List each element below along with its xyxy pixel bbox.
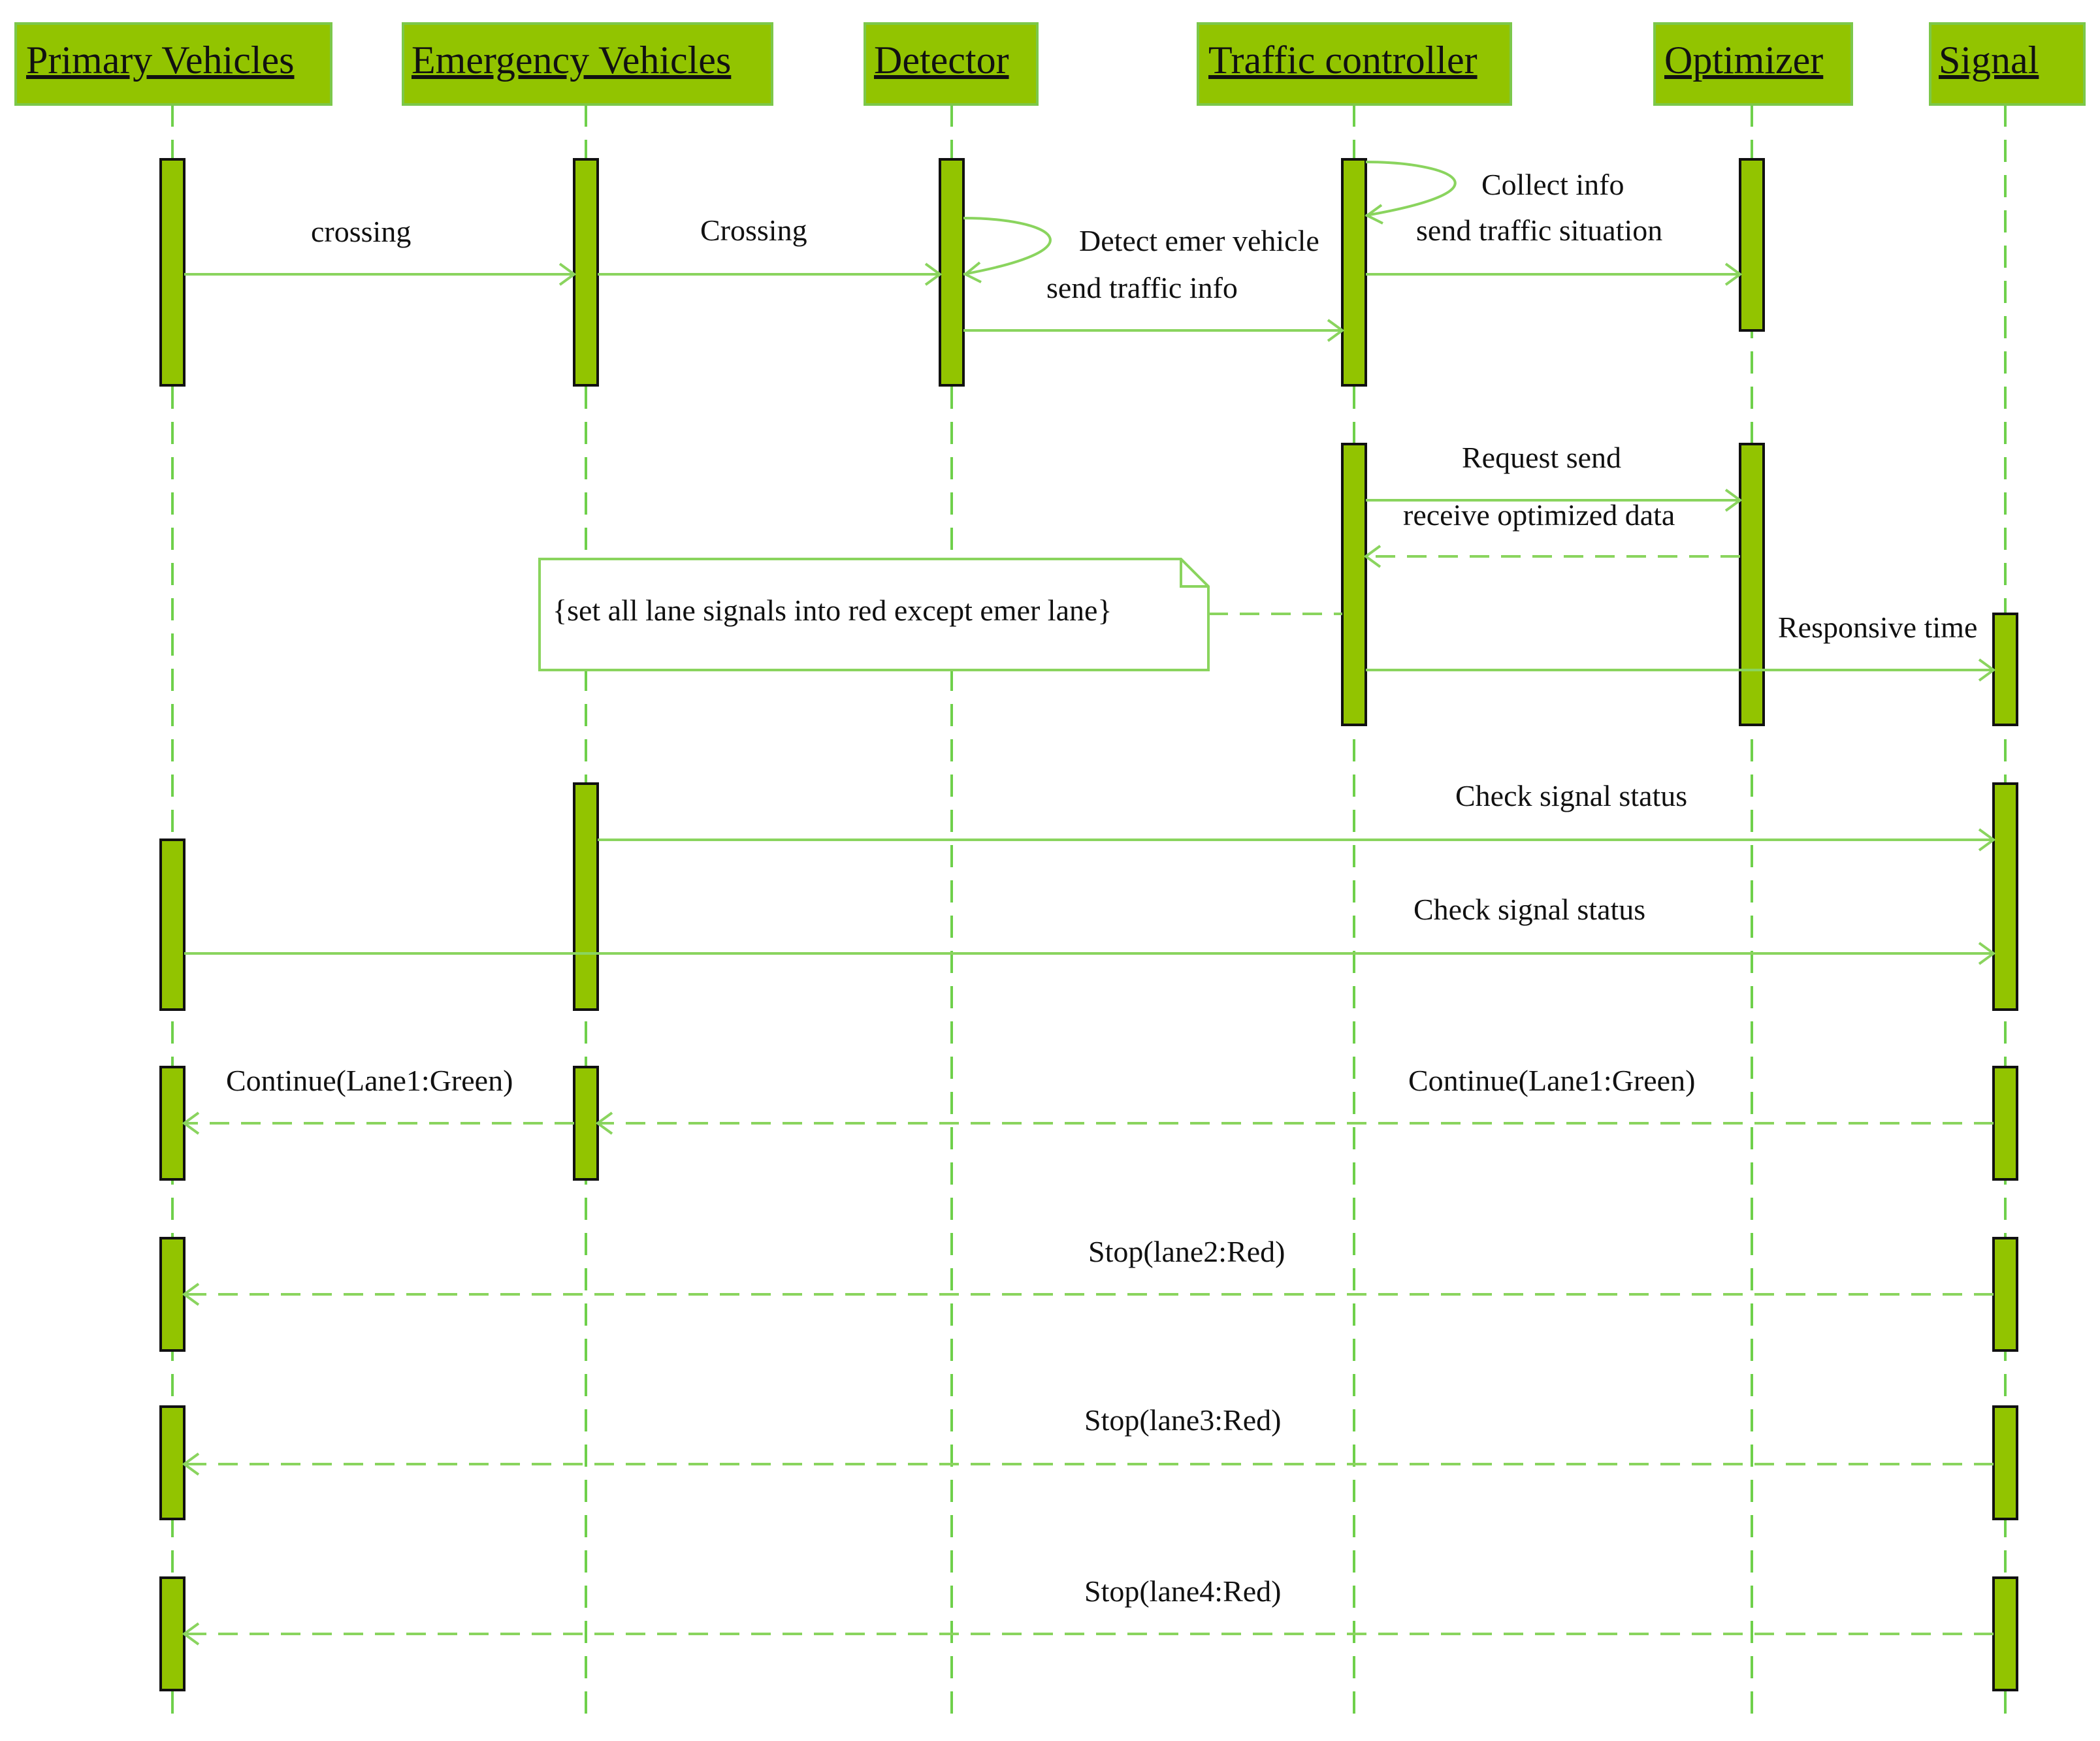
message-label: send traffic situation xyxy=(1416,214,1662,247)
message-stop-lane2: Stop(lane2:Red) xyxy=(182,1235,1994,1306)
message-label: Collect info xyxy=(1481,168,1624,201)
message-crossing: crossing xyxy=(184,215,577,286)
message-label: Request send xyxy=(1462,441,1621,474)
activation-signal-1 xyxy=(1992,613,2018,726)
header-title-signal: Signal xyxy=(1939,39,2039,82)
messages: crossing Crossing Detect emer vehicle se… xyxy=(182,161,1996,1646)
activation-emergency-3 xyxy=(573,1066,599,1181)
activation-optimizer-2 xyxy=(1739,443,1765,726)
message-stop-lane3: Stop(lane3:Red) xyxy=(182,1403,1994,1476)
message-label: send traffic info xyxy=(1046,271,1238,304)
message-check-signal-status-emergency: Check signal status xyxy=(598,779,1996,852)
header-traffic-controller: Traffic controller xyxy=(1197,22,1512,106)
message-check-signal-status-primary: Check signal status xyxy=(184,893,1996,965)
header-title-emergency: Emergency Vehicles xyxy=(412,39,731,82)
lifeline-headers: Primary Vehicles Emergency Vehicles Dete… xyxy=(14,22,2086,106)
activation-signal-3 xyxy=(1992,1066,2018,1181)
activation-primary-6 xyxy=(159,1576,186,1691)
message-send-traffic-situation: send traffic situation xyxy=(1366,214,1743,286)
activation-primary-4 xyxy=(159,1237,186,1352)
header-detector: Detector xyxy=(864,22,1039,106)
activation-controller-1 xyxy=(1341,158,1367,387)
header-emergency-vehicles: Emergency Vehicles xyxy=(402,22,773,106)
message-label: Crossing xyxy=(700,214,807,247)
message-label: Stop(lane3:Red) xyxy=(1084,1403,1282,1437)
activation-signal-6 xyxy=(1992,1576,2018,1691)
activation-optimizer-1 xyxy=(1739,158,1765,332)
note: {set all lane signals into red except em… xyxy=(538,558,1342,671)
message-label: Check signal status xyxy=(1455,779,1687,812)
lifelines xyxy=(171,104,2007,1724)
message-responsive-time: Responsive time xyxy=(1366,611,1996,682)
message-detect-emer-vehicle: Detect emer vehicle xyxy=(963,217,1319,283)
message-stop-lane4: Stop(lane4:Red) xyxy=(182,1574,1994,1646)
activation-signal-5 xyxy=(1992,1405,2018,1520)
message-continue-lane1-emergency: Continue(Lane1:Green) xyxy=(595,1064,1994,1135)
header-title-optimizer: Optimizer xyxy=(1664,39,1823,82)
header-title-detector: Detector xyxy=(874,39,1009,82)
message-label: receive optimized data xyxy=(1403,498,1675,532)
message-crossing-detector: Crossing xyxy=(598,214,943,286)
activation-emergency-2 xyxy=(573,782,599,1011)
activation-emergency-1 xyxy=(573,158,599,387)
activation-primary-2 xyxy=(159,839,186,1011)
message-label: Check signal status xyxy=(1413,893,1645,926)
message-label: Continue(Lane1:Green) xyxy=(1408,1064,1695,1097)
activation-primary-3 xyxy=(159,1066,186,1181)
message-collect-info: Collect info xyxy=(1365,161,1624,225)
header-optimizer: Optimizer xyxy=(1653,22,1853,106)
message-request-send: Request send xyxy=(1366,441,1743,512)
message-receive-optimized-data: receive optimized data xyxy=(1363,498,1740,568)
header-title-primary: Primary Vehicles xyxy=(26,39,294,82)
activation-primary-1 xyxy=(159,158,186,387)
activation-signal-4 xyxy=(1992,1237,2018,1352)
header-signal: Signal xyxy=(1929,22,2086,106)
message-continue-lane1-primary: Continue(Lane1:Green) xyxy=(182,1064,574,1135)
header-title-controller: Traffic controller xyxy=(1208,39,1478,82)
message-label: Detect emer vehicle xyxy=(1079,224,1319,257)
note-text: {set all lane signals into red except em… xyxy=(553,594,1112,627)
message-label: Continue(Lane1:Green) xyxy=(226,1064,513,1097)
message-label: Responsive time xyxy=(1778,611,1977,644)
activation-controller-2 xyxy=(1341,443,1367,726)
message-label: crossing xyxy=(311,215,411,248)
header-primary-vehicles: Primary Vehicles xyxy=(14,22,332,106)
message-label: Stop(lane4:Red) xyxy=(1084,1574,1282,1608)
message-send-traffic-info: send traffic info xyxy=(963,271,1345,342)
activation-primary-5 xyxy=(159,1405,186,1520)
activation-signal-2 xyxy=(1992,782,2018,1011)
activation-detector-1 xyxy=(939,158,965,387)
activation-bars xyxy=(159,158,2018,1691)
message-label: Stop(lane2:Red) xyxy=(1088,1235,1285,1268)
